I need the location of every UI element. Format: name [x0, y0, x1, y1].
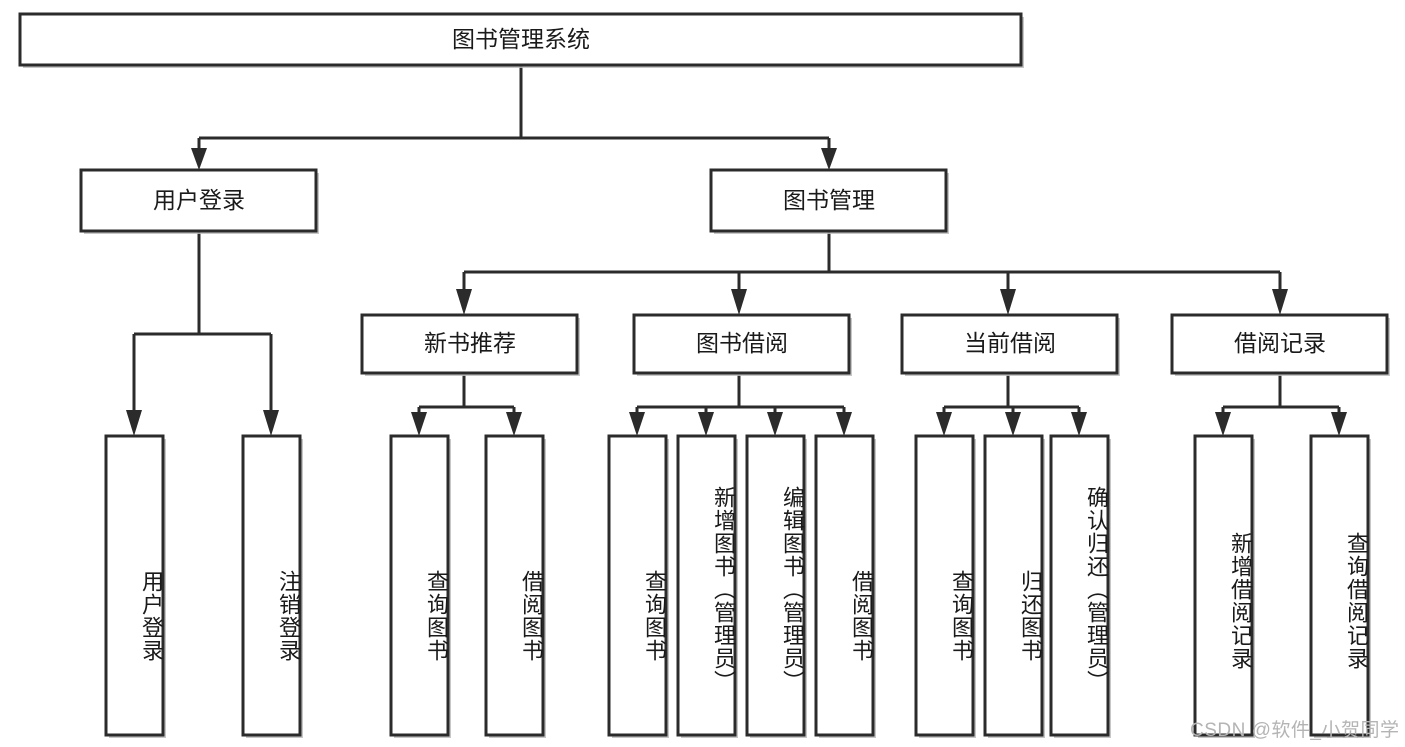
arrow-head-user-login	[191, 148, 207, 170]
node-borrow-record-box[interactable]	[1170, 313, 1389, 375]
node-new-book-recommend-box[interactable]	[360, 313, 579, 375]
arrow-head-leaf-edit-book	[767, 412, 783, 436]
leaf-box-confirm-return[interactable]	[1049, 434, 1110, 737]
leaf-box-borrow-book-1[interactable]	[484, 434, 545, 737]
leaf-box-edit-book[interactable]	[745, 434, 806, 737]
arrow-head-leaf-user-logout	[263, 410, 279, 436]
node-new-book-recommend-label: 新书推荐	[424, 330, 516, 356]
arrow-head-leaf-query-book-3	[936, 412, 952, 436]
connector-group-borrow-record	[1215, 375, 1347, 436]
node-book-management-box[interactable]	[709, 168, 948, 233]
node-user-login-label: 用户登录	[153, 187, 245, 213]
connector-group-current-borrow	[936, 375, 1087, 436]
node-book-borrow-label: 图书借阅	[696, 330, 788, 356]
leaf-box-user-logout[interactable]	[241, 434, 302, 737]
leaf-box-add-book[interactable]	[676, 434, 737, 737]
arrow-head-leaf-borrow-book-1	[506, 412, 522, 436]
arrow-head-leaf-confirm-return	[1071, 412, 1087, 436]
arrow-head-leaf-query-book-1	[411, 412, 427, 436]
node-book-borrow-box[interactable]	[632, 313, 851, 375]
node-current-borrow-label: 当前借阅	[964, 330, 1056, 356]
node-borrow-record-label: 借阅记录	[1234, 330, 1326, 356]
arrow-head-leaf-add-book	[698, 412, 714, 436]
arrow-head-leaf-user-login	[126, 410, 142, 436]
node-root-box[interactable]	[18, 12, 1023, 67]
arrow-head-book-management	[821, 148, 837, 170]
node-root-label: 图书管理系统	[452, 26, 590, 52]
leaf-box-group	[104, 434, 1371, 738]
leaf-box-query-book-1[interactable]	[389, 434, 450, 737]
csdn-watermark: CSDN @软件_小贺同学	[1190, 720, 1400, 741]
arrow-head-leaf-query-record	[1331, 412, 1347, 436]
connector-group-user-login	[126, 232, 279, 436]
arrow-head-leaf-query-book-2	[629, 412, 645, 436]
node-current-borrow-box[interactable]	[900, 313, 1119, 375]
node-root[interactable]: 图书管理系统	[18, 12, 1024, 68]
arrow-head-book-borrow	[731, 289, 747, 315]
arrow-head-leaf-return-book	[1005, 412, 1021, 436]
node-book-management-label: 图书管理	[783, 187, 875, 213]
leaf-box-add-record[interactable]	[1193, 434, 1254, 737]
leaf-box-return-book[interactable]	[983, 434, 1044, 737]
arrow-head-leaf-borrow-book-2	[836, 412, 852, 436]
node-book-management[interactable]: 图书管理	[709, 168, 949, 234]
arrow-head-leaf-add-record	[1215, 412, 1231, 436]
connector-group-new-book-recommend	[411, 375, 522, 436]
connector-group-book-borrow	[629, 375, 852, 436]
leaf-box-query-record[interactable]	[1309, 434, 1370, 737]
connector-group-root	[191, 66, 837, 170]
leaf-box-user-login[interactable]	[104, 434, 165, 737]
node-borrow-record[interactable]: 借阅记录	[1170, 313, 1390, 376]
node-user-login[interactable]: 用户登录	[79, 168, 319, 234]
arrow-head-new-book-recommend	[456, 289, 472, 315]
node-book-borrow[interactable]: 图书借阅	[632, 313, 852, 376]
connector-group-book-management	[456, 232, 1288, 315]
node-current-borrow[interactable]: 当前借阅	[900, 313, 1120, 376]
node-user-login-box[interactable]	[79, 168, 318, 233]
leaf-box-query-book-3[interactable]	[914, 434, 975, 737]
leaf-box-query-book-2[interactable]	[607, 434, 668, 737]
arrow-head-borrow-record	[1272, 289, 1288, 315]
leaf-box-borrow-book-2[interactable]	[814, 434, 875, 737]
arrow-head-current-borrow	[1000, 289, 1016, 315]
node-new-book-recommend[interactable]: 新书推荐	[360, 313, 580, 376]
